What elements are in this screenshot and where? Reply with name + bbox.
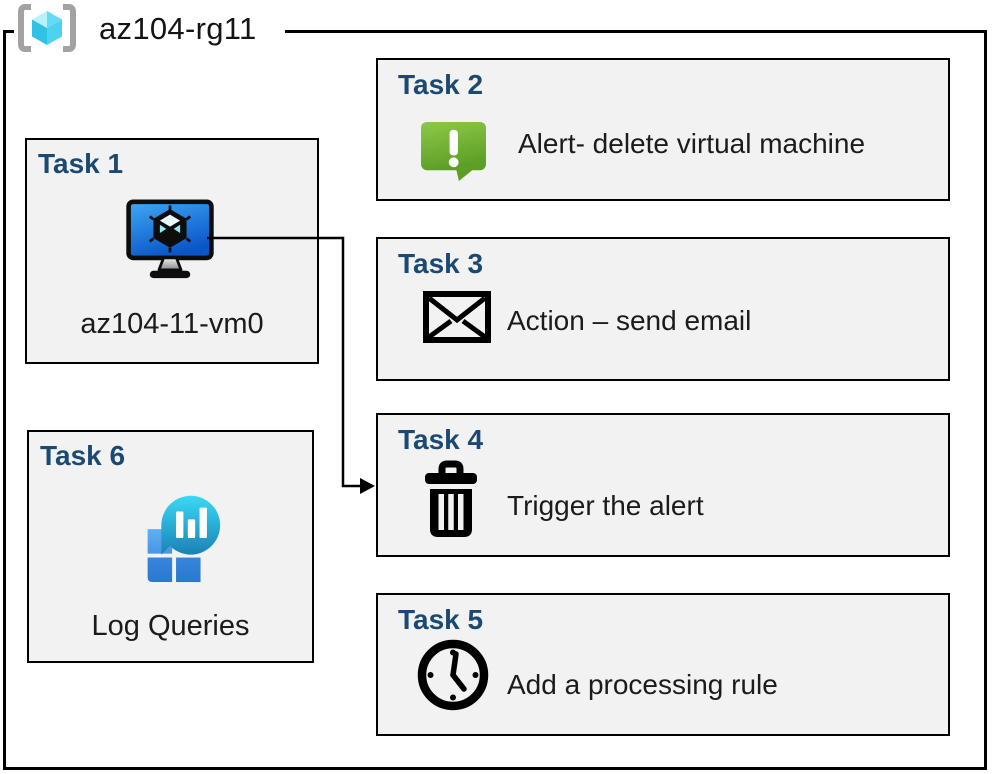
task4-title: Task 4	[398, 424, 484, 455]
clock-icon	[417, 639, 489, 711]
alert-icon	[421, 121, 486, 182]
trash-icon	[425, 460, 477, 537]
task5-label: Add a processing rule	[507, 669, 778, 700]
resource-group-boundary	[3, 30, 987, 770]
task4-label: Trigger the alert	[507, 490, 704, 521]
task6-label: Log Queries	[91, 610, 250, 642]
resource-group-icon	[18, 4, 76, 52]
resource-group-name: az104-rg11	[99, 11, 257, 46]
task5-box: Task 5 Add a processing rule	[376, 593, 950, 736]
task1-title: Task 1	[38, 148, 124, 179]
border-gap	[14, 27, 285, 37]
task4-box: Task 4 Trigger the alert	[376, 413, 950, 557]
task2-label: Alert- delete virtual machine	[518, 128, 866, 159]
virtual-machine-icon	[126, 199, 214, 279]
log-queries-icon	[147, 495, 221, 583]
task1-label: az104-11-vm0	[80, 308, 264, 340]
task2-box: Task 2 Alert- delete virtual machine	[376, 58, 950, 201]
task3-box: Task 3 Action – send email	[376, 237, 950, 381]
email-icon	[423, 291, 491, 343]
task3-label: Action – send email	[507, 305, 752, 336]
task3-title: Task 3	[398, 248, 484, 279]
task6-title: Task 6	[40, 440, 126, 471]
task2-title: Task 2	[398, 69, 484, 100]
task5-title: Task 5	[398, 604, 484, 635]
task1-box: Task 1 az104-11-vm0	[25, 138, 319, 364]
task6-box: Task 6 Log Queries	[27, 430, 314, 663]
